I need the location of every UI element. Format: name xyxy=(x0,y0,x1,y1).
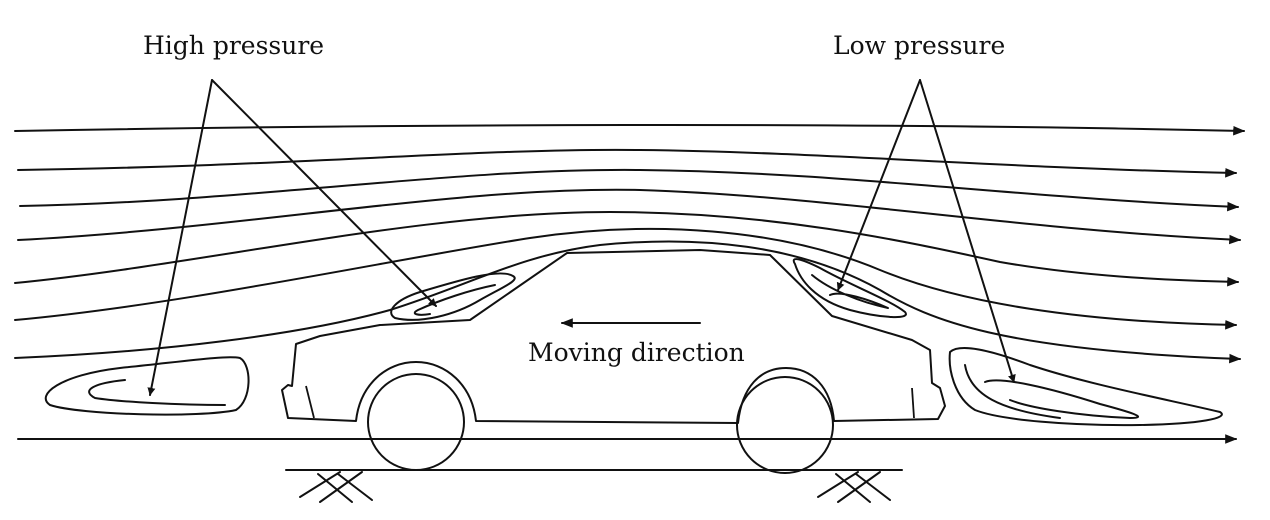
vortex-rear-wake-curl xyxy=(964,364,1061,419)
streamline xyxy=(14,240,1242,364)
pointer-lines xyxy=(147,79,1016,396)
pointer-low-pressure-wake xyxy=(919,79,1016,383)
ground-hatch-right xyxy=(817,471,891,503)
vortex-rear-window-inner xyxy=(811,274,889,309)
pointer-high-pressure-windshield xyxy=(211,79,437,307)
vortex-rear-window xyxy=(792,258,907,319)
streamline xyxy=(17,188,1242,245)
rear-wheel xyxy=(736,376,834,474)
car xyxy=(281,249,946,474)
front-wheel xyxy=(367,373,465,471)
bumper-front-line xyxy=(305,385,315,419)
car-body xyxy=(281,249,946,424)
ground xyxy=(285,469,903,503)
high-pressure-label: High pressure xyxy=(143,31,325,60)
vortex-front-low xyxy=(44,356,250,416)
low-pressure-label: Low pressure xyxy=(833,31,1006,60)
vortex-windshield xyxy=(390,272,516,321)
pointer-high-pressure-front xyxy=(147,79,213,396)
vortex-front-low-inner xyxy=(88,379,226,406)
bumper-rear-line xyxy=(911,387,915,419)
streamline xyxy=(19,168,1240,212)
pointer-low-pressure-rear-window xyxy=(836,79,921,291)
streamline xyxy=(17,148,1238,178)
vortex-windshield-inner xyxy=(413,284,496,316)
streamline xyxy=(14,123,1246,136)
ground-hatch-left xyxy=(299,471,373,503)
streamline xyxy=(14,227,1238,330)
vortex-rear-wake-inner xyxy=(984,379,1139,419)
vortices xyxy=(44,258,1223,427)
moving-direction-label: Moving direction xyxy=(528,338,745,367)
streamlines xyxy=(14,123,1246,444)
vortex-rear-wake xyxy=(948,347,1223,427)
streamline xyxy=(14,211,1240,287)
